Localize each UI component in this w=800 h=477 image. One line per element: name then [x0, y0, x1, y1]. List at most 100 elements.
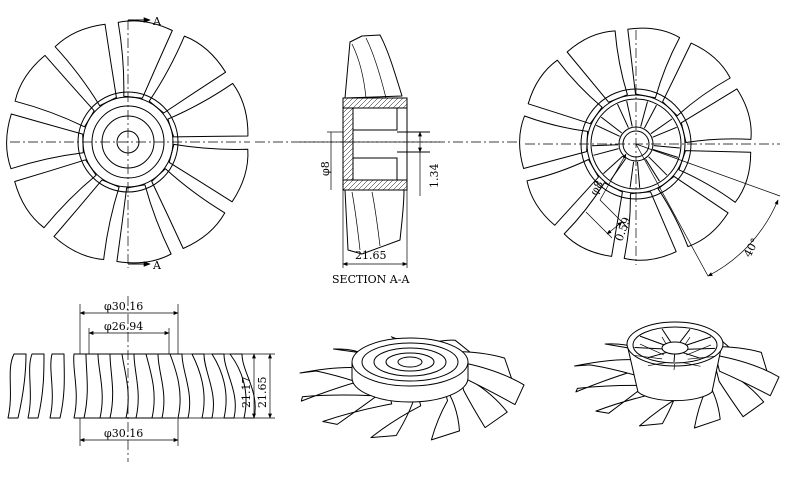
side-blade: [211, 353, 236, 419]
iso-front-ring-4: [385, 352, 435, 372]
iso-rear-spoke: [682, 352, 701, 359]
section-hatch-line: [367, 97, 379, 109]
iso-rear-spoke-depth: [639, 343, 665, 356]
section-hatch-line: [357, 179, 369, 191]
iso-rear-spoke-depth: [686, 344, 712, 356]
iso-front-blade: [300, 379, 371, 402]
section-hatch-line: [382, 179, 394, 191]
isometric-rear-view: [574, 321, 780, 429]
rear-spoke: [640, 101, 657, 129]
front-blade-set: [6, 20, 249, 264]
rear-blade: [623, 191, 677, 261]
section-hatch-line: [342, 107, 354, 119]
section-hatch-line: [342, 97, 354, 109]
section-blade-upper-edge-2: [365, 37, 387, 99]
front-blade: [54, 23, 117, 107]
front-blade: [168, 143, 249, 203]
rear-angle-dim: 40°: [741, 236, 762, 259]
iso-front-hub-top: [351, 337, 469, 387]
iso-rear-spoke: [679, 328, 691, 343]
rear-blade: [678, 150, 752, 203]
side-inner-dim: φ26.94: [104, 320, 143, 333]
section-hatch-line: [342, 137, 354, 149]
iso-rear-spoke-depth: [687, 356, 716, 360]
rear-spoke: [629, 161, 641, 188]
section-hatch-line: [342, 127, 354, 139]
side-blade: [145, 353, 165, 419]
side-outer-top-dim: φ30.16: [104, 300, 143, 313]
iso-rear-blade: [574, 359, 638, 377]
section-hatch-line: [352, 179, 364, 191]
section-caption: SECTION A-A: [332, 273, 410, 286]
rear-hub-ring-3: [590, 98, 682, 190]
section-blade-lower-edge-2: [371, 191, 381, 247]
rear-offset-line-2: [599, 199, 629, 229]
iso-rear-spoke-depth: [634, 355, 663, 360]
section-view: φ8 1.34 21.65 SECTION A-A: [300, 34, 441, 286]
side-blade: [121, 353, 139, 419]
front-view: A A: [6, 15, 250, 272]
iso-rear-blade: [575, 369, 644, 393]
iso-rear-spoke: [673, 353, 676, 363]
rear-blade: [680, 88, 752, 143]
section-hatch-line: [342, 142, 354, 154]
front-blade: [14, 159, 97, 229]
iso-front-blade: [459, 361, 525, 406]
front-blade: [6, 113, 84, 170]
section-blade-upper: [344, 34, 403, 99]
rear-blade-set: [519, 27, 752, 261]
front-blade: [14, 54, 95, 128]
side-height-inner-dim: 21.17: [240, 377, 253, 409]
section-hatch-line: [342, 122, 354, 134]
section-hatching: [342, 97, 408, 191]
section-hatch-line: [347, 97, 359, 109]
rear-blade: [527, 59, 603, 125]
section-letter-top: A: [152, 15, 162, 28]
section-width-dim: 21.65: [355, 249, 387, 262]
section-rib-lower: [352, 157, 398, 181]
section-hatch-line: [397, 98, 408, 109]
section-bottom-wall: [342, 179, 408, 191]
section-bore-dim: φ8: [319, 161, 332, 176]
section-hatch-line: [372, 97, 384, 109]
section-hatch-line: [347, 179, 359, 191]
iso-front-bore: [397, 356, 423, 368]
rear-spoke: [603, 155, 627, 181]
iso-rear-hub-inner: [632, 326, 718, 364]
section-hatch-line: [342, 117, 354, 129]
section-hatch-line: [352, 97, 364, 109]
section-back-wall: [342, 107, 354, 181]
rear-blade: [519, 115, 589, 169]
side-blade: [73, 353, 88, 419]
front-blade: [116, 184, 172, 264]
rear-blade: [662, 42, 731, 117]
section-blade-lower-edge: [351, 191, 361, 251]
side-blade: [49, 353, 65, 419]
section-hatch-line: [367, 179, 379, 191]
section-hatch-line: [377, 179, 389, 191]
section-hatch-line: [387, 179, 399, 191]
section-hatch-line: [342, 157, 354, 169]
side-outer-bottom-dim: φ30.16: [104, 427, 143, 440]
rear-blade: [566, 30, 628, 103]
section-hatch-line: [342, 179, 354, 191]
section-letter-bottom: A: [152, 259, 162, 272]
iso-front-ring-3: [373, 347, 447, 377]
section-hatch-line: [342, 112, 354, 124]
rear-bore-leader: [599, 153, 627, 201]
section-hatch-line: [362, 179, 374, 191]
rear-angle-leg-2: [635, 143, 781, 197]
section-hatch-line: [342, 132, 354, 144]
iso-rear-spoke-depth: [647, 362, 667, 367]
iso-rear-spoke: [639, 335, 665, 346]
side-height-outer-dim: 21.65: [256, 377, 269, 409]
section-hatch-line: [392, 179, 404, 191]
side-blade: [7, 353, 27, 419]
rear-blade: [526, 159, 599, 226]
section-blade-lower: [344, 189, 405, 255]
section-hatch-line: [342, 167, 354, 179]
iso-rear-spoke: [661, 328, 672, 343]
front-blade: [53, 179, 120, 260]
section-hatch-line: [382, 97, 394, 109]
